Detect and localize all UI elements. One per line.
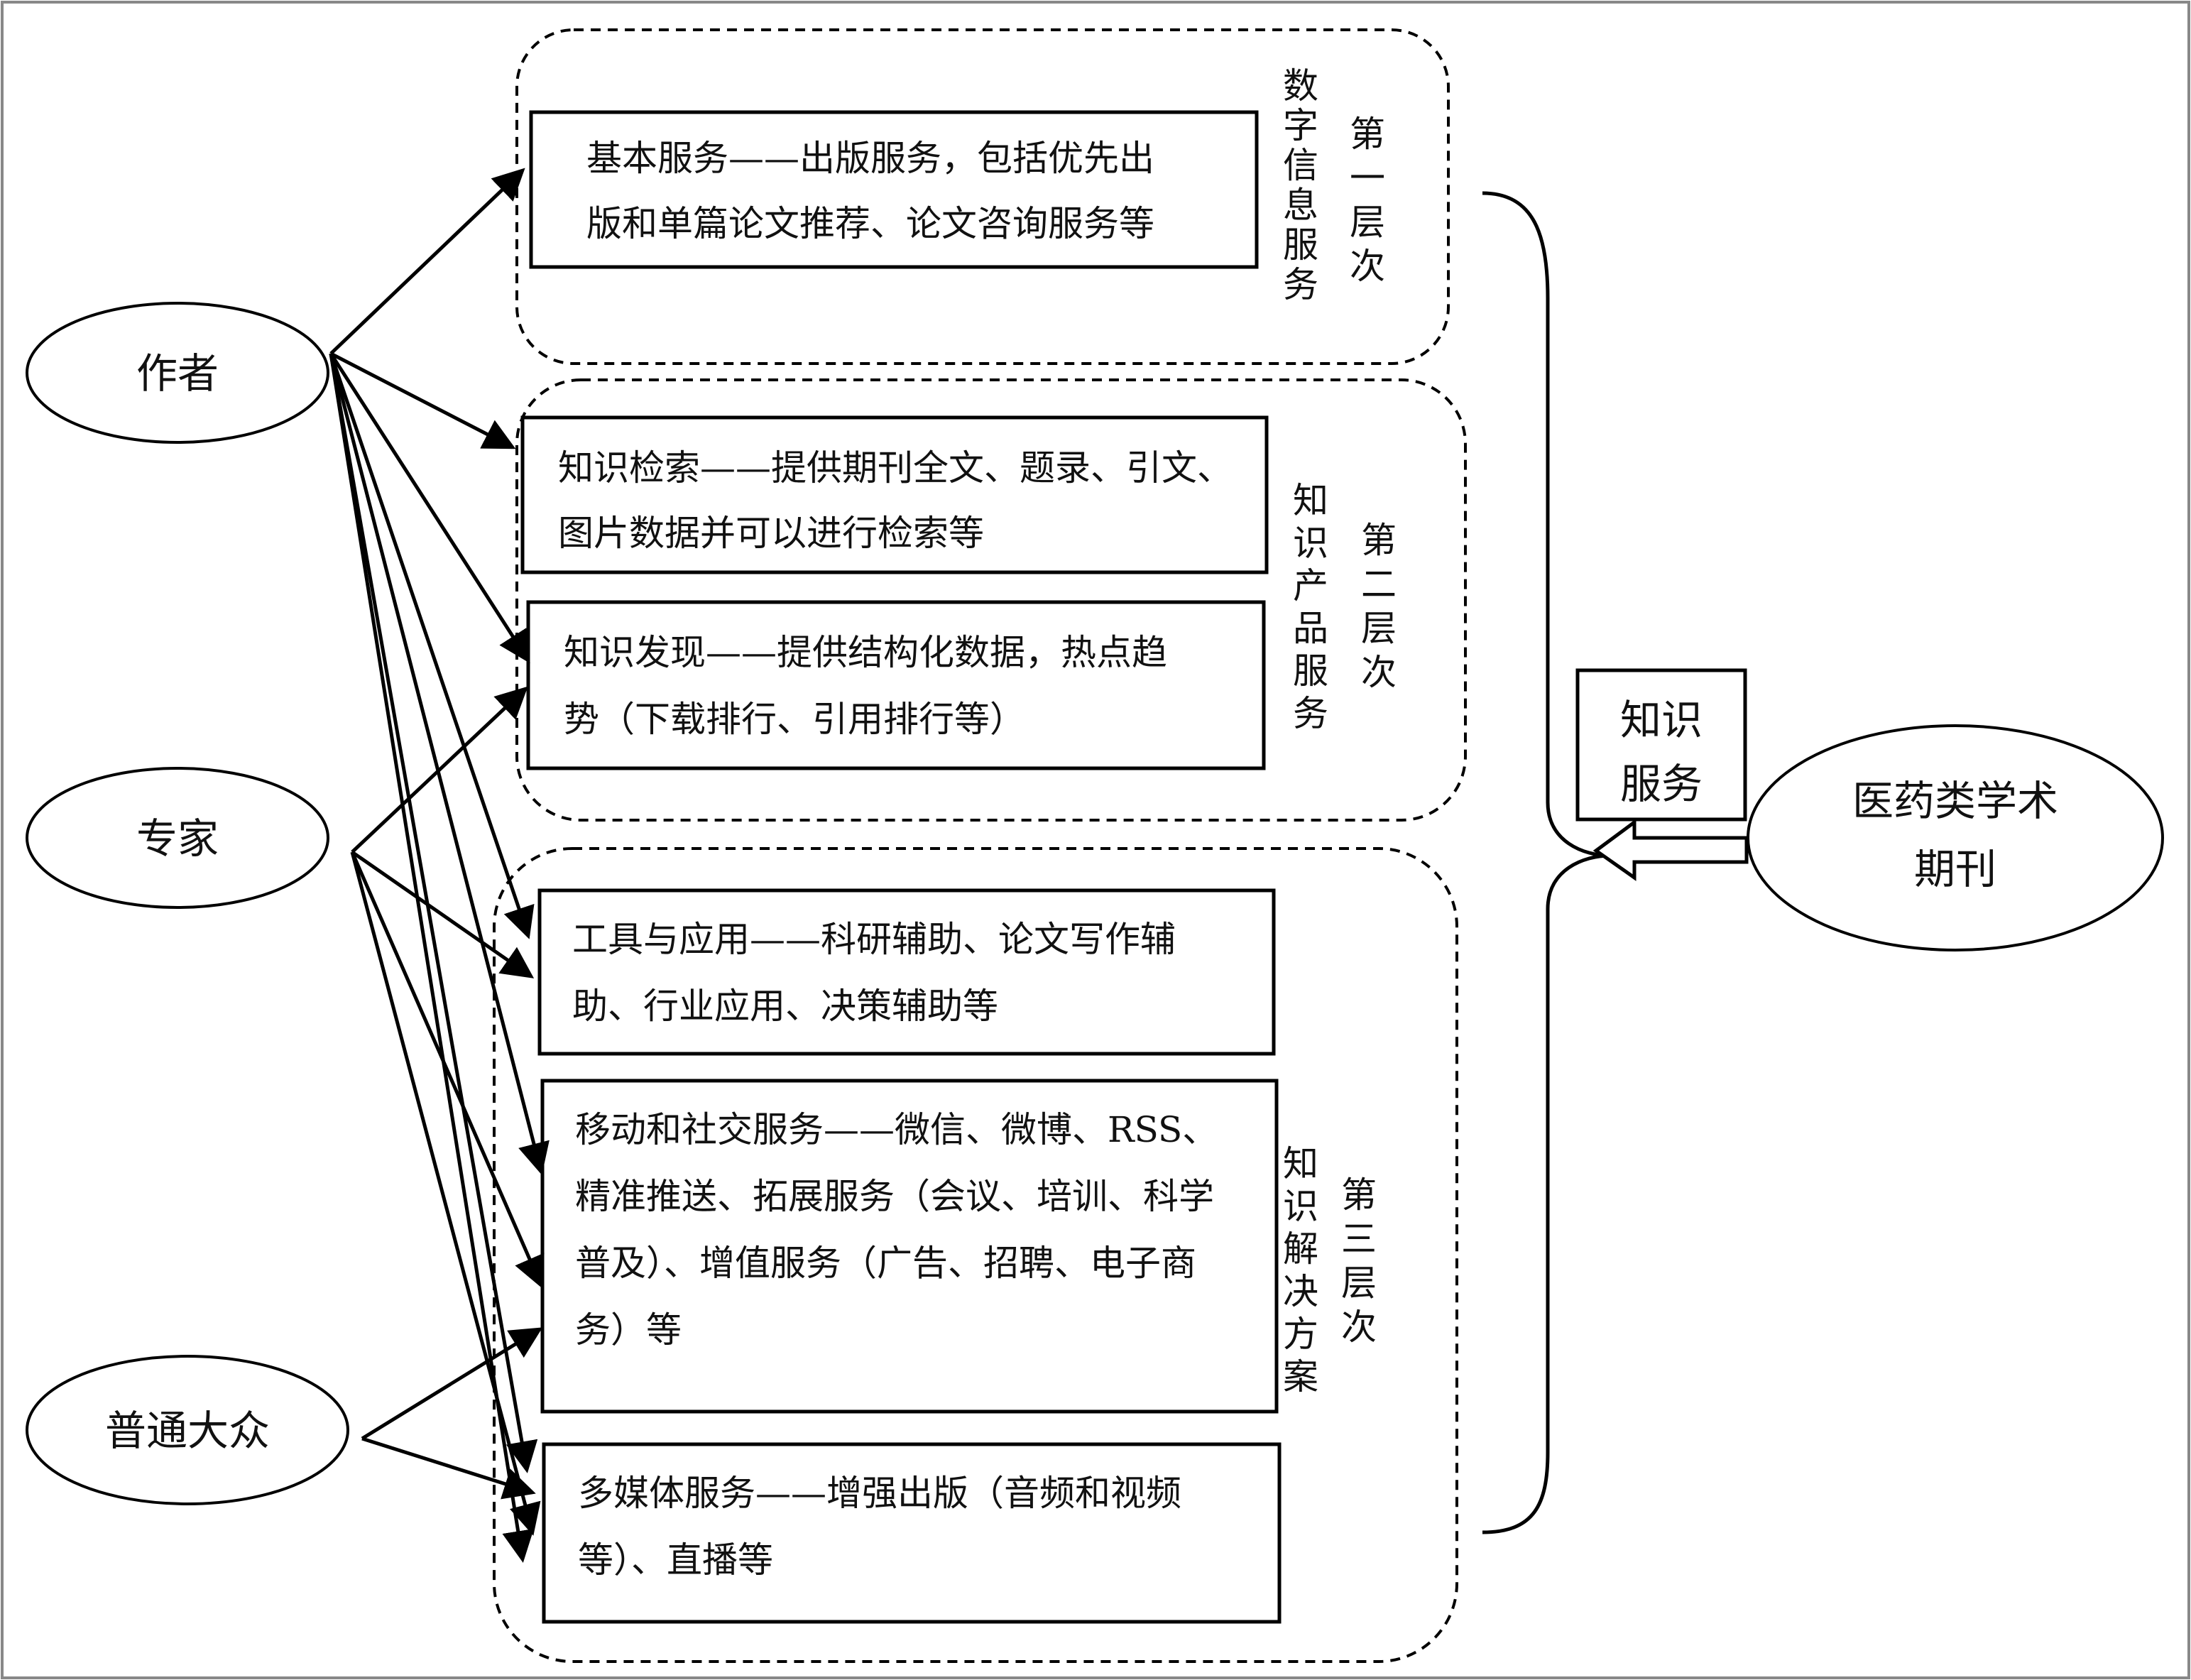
arrow xyxy=(351,686,528,853)
knowledge-service-label: 服务 xyxy=(1620,760,1703,808)
arrow xyxy=(329,352,530,664)
journal-label: 期刊 xyxy=(1914,845,1996,893)
service-box-text: 知识检索——提供期刊全文、题录、引文、 xyxy=(558,447,1233,489)
tier-level-label: 第三层次 xyxy=(1341,1174,1377,1348)
service-box-tools: 工具与应用——科研辅助、论文写作辅 助、行业应用、决策辅助等 xyxy=(537,888,1276,1056)
connector-arrows xyxy=(329,168,550,1563)
arrow xyxy=(329,168,525,355)
service-box-mobile-social: 移动和社交服务——微信、微博、RSS、 精准推送、拓展服务（会议、培训、科学 普… xyxy=(540,1079,1279,1414)
right-brace xyxy=(1482,191,1611,1534)
service-box-text: 普及）、增值服务（广告、招聘、电子商 xyxy=(575,1243,1196,1284)
service-box-text: 多媒体服务——增强出版（音频和视频 xyxy=(578,1473,1181,1514)
actor-public: 普通大众 xyxy=(26,1355,349,1505)
service-box-text: 移动和社交服务——微信、微博、RSS、 xyxy=(575,1109,1218,1150)
service-box-text: 版和单篇论文推荐、论文咨询服务等 xyxy=(586,203,1154,244)
tier3-region xyxy=(493,847,1458,1663)
arrow xyxy=(329,353,538,1473)
service-box-knowledge-retrieval: 知识检索——提供期刊全文、题录、引文、 图片数据并可以进行检索等 xyxy=(520,415,1269,574)
actor-expert: 专家 xyxy=(26,767,329,909)
journal-label: 医药类学术 xyxy=(1852,777,2058,825)
tier-type-label: 知识产品服务 xyxy=(1293,480,1328,734)
actor-author: 作者 xyxy=(26,302,329,444)
service-box-text: 知识发现——提供结构化数据，热点趋 xyxy=(564,632,1167,673)
arrow xyxy=(351,850,535,978)
actor-label: 普通大众 xyxy=(105,1407,270,1455)
arrow xyxy=(350,851,541,1536)
service-box-text: 图片数据并可以进行检索等 xyxy=(558,513,984,554)
arrow xyxy=(361,1436,536,1500)
tier-level-label: 第一层次 xyxy=(1350,114,1385,287)
actor-label: 作者 xyxy=(136,349,219,398)
service-box-text: 势（下载排行、引用排行等） xyxy=(564,699,1025,740)
service-box-multimedia: 多媒体服务——增强出版（音频和视频 等）、直播等 xyxy=(542,1442,1282,1624)
service-box-text: 务）等 xyxy=(575,1309,682,1351)
arrow xyxy=(329,353,535,939)
service-box-text: 助、行业应用、决策辅助等 xyxy=(572,986,998,1027)
knowledge-service-label: 知识 xyxy=(1620,696,1703,744)
service-box-basic: 基本服务——出版服务，包括优先出 版和单篇论文推荐、论文咨询服务等 xyxy=(529,110,1259,269)
arrow xyxy=(361,1327,543,1441)
arrow xyxy=(329,353,550,1175)
knowledge-service-box: 知识 服务 xyxy=(1575,668,1747,822)
actor-label: 专家 xyxy=(136,814,219,863)
tier-type-label: 数字信息服务 xyxy=(1283,65,1318,305)
service-box-text: 基本服务——出版服务，包括优先出 xyxy=(586,138,1154,179)
arrow xyxy=(329,351,516,449)
arrow xyxy=(350,851,545,1289)
service-box-text: 精准推送、拓展服务（会议、培训、科学 xyxy=(575,1176,1214,1217)
hollow-arrow xyxy=(1592,819,1749,881)
tier-level-label: 第二层次 xyxy=(1361,520,1397,693)
tier2-region xyxy=(515,378,1467,822)
service-box-text: 工具与应用——科研辅助、论文写作辅 xyxy=(572,919,1176,960)
service-box-knowledge-discovery: 知识发现——提供结构化数据，热点趋 势（下载排行、引用排行等） xyxy=(526,600,1266,770)
service-box-text: 等）、直播等 xyxy=(578,1539,773,1581)
tier-type-label: 知识解决方案 xyxy=(1283,1143,1318,1397)
journal-node: 医药类学术 期刊 xyxy=(1747,724,2164,951)
